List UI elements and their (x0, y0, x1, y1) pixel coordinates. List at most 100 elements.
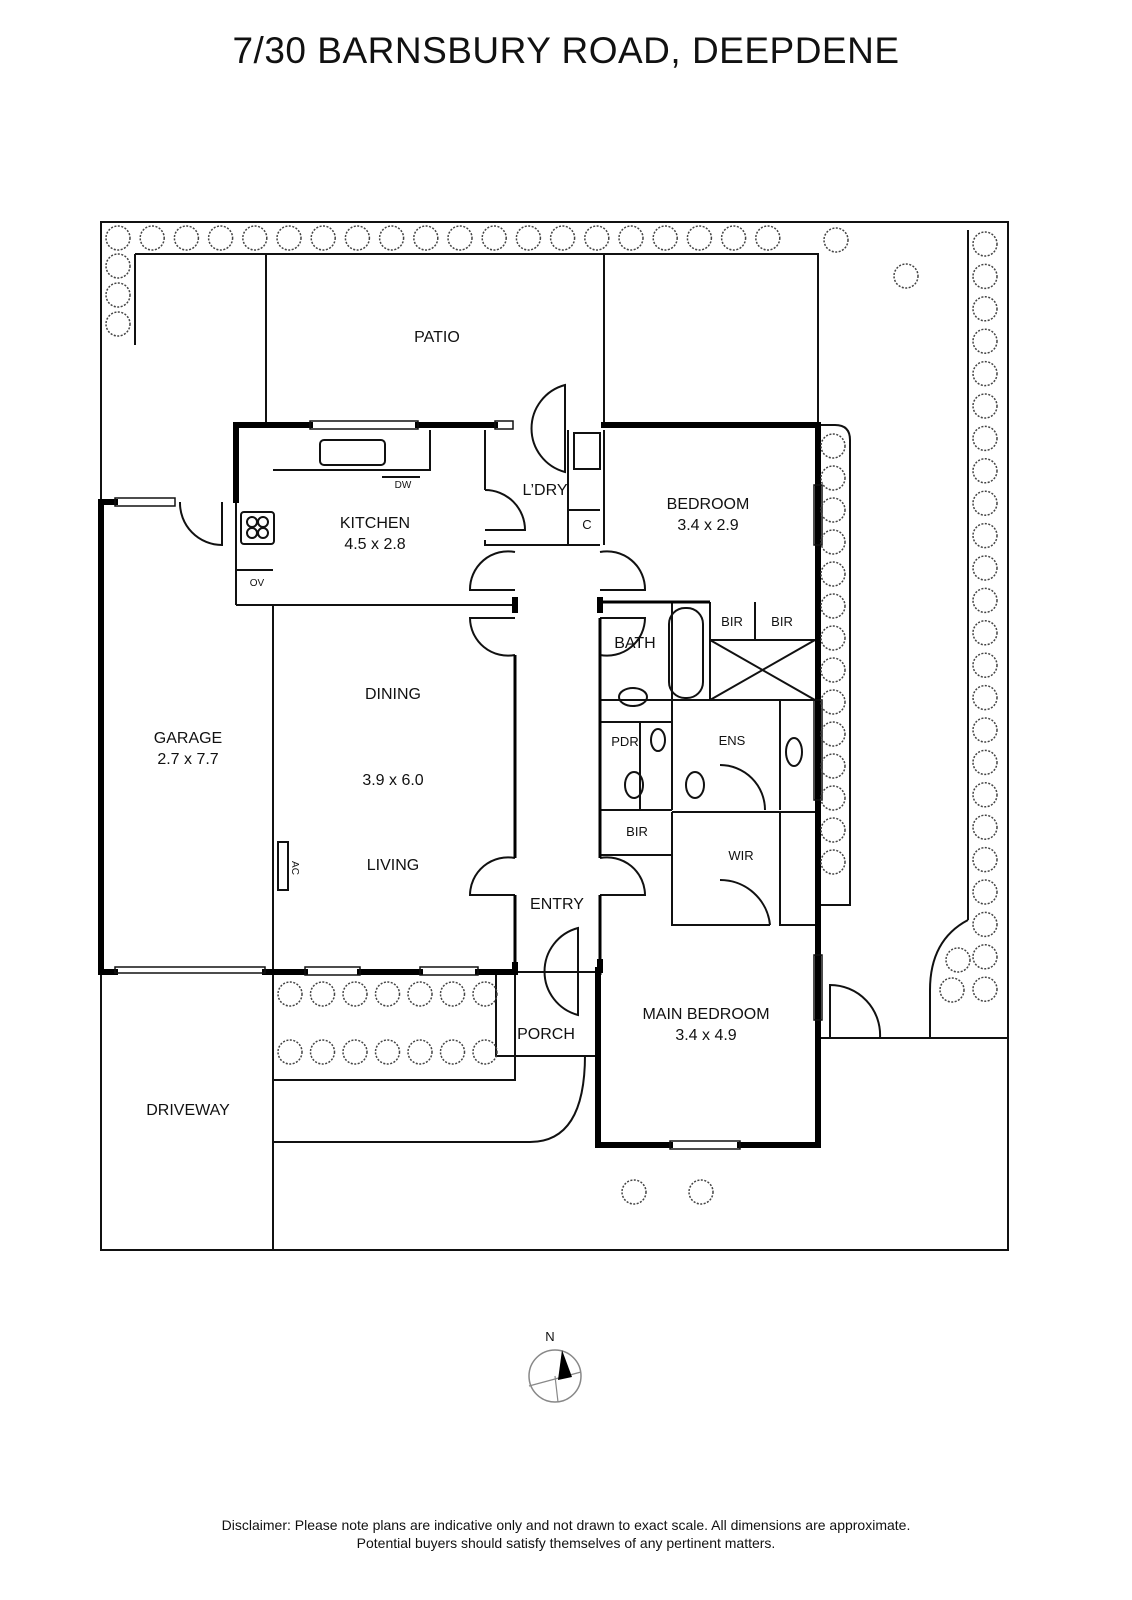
tree-icon (939, 977, 965, 1003)
tree-icon (972, 555, 998, 581)
tree-icon (820, 465, 846, 491)
room-label-laundry: L’DRY (522, 482, 567, 499)
tree-icon (413, 225, 439, 251)
tree-icon (972, 458, 998, 484)
room-label-ens: ENS (719, 733, 746, 748)
room-label-cupboard: C (582, 517, 591, 532)
tree-icon (972, 393, 998, 419)
room-label-bath: BATH (614, 635, 655, 652)
room-label-driveway: DRIVEWAY (146, 1102, 230, 1119)
room-label-patio: PATIO (414, 329, 460, 346)
tree-icon (820, 593, 846, 619)
tree-icon (310, 225, 336, 251)
room-label-bir: BIR (721, 614, 743, 629)
tree-icon (972, 425, 998, 452)
tree-icon (820, 817, 846, 843)
tree-icon (207, 225, 234, 251)
laundry-tub (573, 432, 601, 470)
tree-icon (439, 981, 466, 1007)
tree-icon (972, 976, 998, 1002)
tree-icon (820, 785, 846, 811)
tree-icon (309, 981, 336, 1007)
tree-icon (105, 253, 131, 279)
tree-icon (823, 227, 849, 253)
room-label-garage: GARAGE (154, 730, 222, 747)
compass-north-label: N (545, 1329, 554, 1344)
tree-icon (972, 490, 998, 516)
windows (114, 420, 823, 1150)
tree-icon (972, 263, 998, 290)
tree-icon (447, 225, 473, 251)
tree-icon (820, 689, 846, 715)
door-patio[interactable] (530, 383, 566, 474)
tree-icon (972, 296, 998, 322)
tree-icon (439, 1039, 466, 1065)
tree-icon (472, 1039, 498, 1065)
room-label-pdr: PDR (611, 734, 638, 749)
tree-icon (374, 981, 401, 1007)
tree-icon (342, 1039, 368, 1065)
tree-icon (277, 1039, 303, 1065)
tree-icon (173, 225, 200, 251)
tree-icon (621, 1179, 647, 1205)
tree-icon (277, 981, 303, 1007)
room-label-entry: ENTRY (530, 896, 584, 913)
tree-icon (972, 684, 998, 711)
tree-icon (893, 263, 919, 289)
disclaimer: Disclaimer: Please note plans are indica… (0, 1516, 1132, 1552)
room-size-main-bedroom: 3.4 x 4.9 (675, 1027, 736, 1044)
basin (618, 687, 648, 707)
tree-icon (342, 981, 368, 1007)
room-label-kitchen: KITCHEN (340, 515, 410, 532)
toilet (685, 771, 705, 799)
tree-icon (820, 433, 846, 459)
tree-icon (481, 225, 507, 251)
tree-icon (972, 814, 998, 840)
driveway-path (272, 972, 586, 1250)
tree-icon (820, 657, 846, 683)
room-label-living: LIVING (367, 857, 419, 874)
tree-icon (972, 360, 998, 387)
tree-icon (972, 944, 998, 970)
interior-walls (513, 600, 710, 975)
tree-icon (652, 225, 678, 251)
hedge-trees (105, 225, 998, 1205)
room-size-dining-living: 3.9 x 6.0 (362, 772, 423, 789)
room-size-garage: 2.7 x 7.7 (157, 751, 218, 768)
ac-label: AC (289, 861, 300, 875)
air-conditioner (277, 841, 289, 891)
door-front[interactable] (543, 926, 579, 1017)
tree-icon (972, 522, 998, 549)
room-label-main-bedroom: MAIN BEDROOM (642, 1006, 769, 1023)
tree-icon (515, 225, 542, 251)
tree-icon (972, 328, 998, 354)
tree-icon (105, 311, 131, 337)
tree-icon (972, 652, 998, 678)
tree-icon (820, 849, 846, 875)
tree-icon (407, 981, 433, 1007)
tree-icon (820, 721, 846, 747)
tree-icon (972, 782, 998, 808)
room-label-bedroom: BEDROOM (667, 496, 750, 513)
tree-icon (618, 225, 644, 251)
dishwasher-label: DW (395, 480, 412, 491)
cooktop (240, 511, 275, 545)
tree-icon (972, 749, 998, 776)
tree-icon (820, 561, 846, 587)
room-label-wir: WIR (728, 848, 753, 863)
north-arrow-icon (558, 1350, 572, 1380)
tree-icon (945, 947, 971, 973)
tree-icon (972, 587, 998, 614)
tree-icon (820, 529, 846, 555)
tree-icon (139, 225, 165, 251)
door-garage[interactable] (178, 501, 223, 547)
disclaimer-line-2: Potential buyers should satisfy themselv… (356, 1535, 776, 1551)
compass-circle (528, 1349, 582, 1403)
bathtub (668, 607, 704, 699)
room-label-porch: PORCH (517, 1026, 575, 1043)
tree-icon (820, 753, 846, 779)
disclaimer-line-1: Disclaimer: Please note plans are indica… (221, 1517, 911, 1533)
room-label-bir: BIR (626, 824, 648, 839)
compass: N (528, 1329, 582, 1403)
